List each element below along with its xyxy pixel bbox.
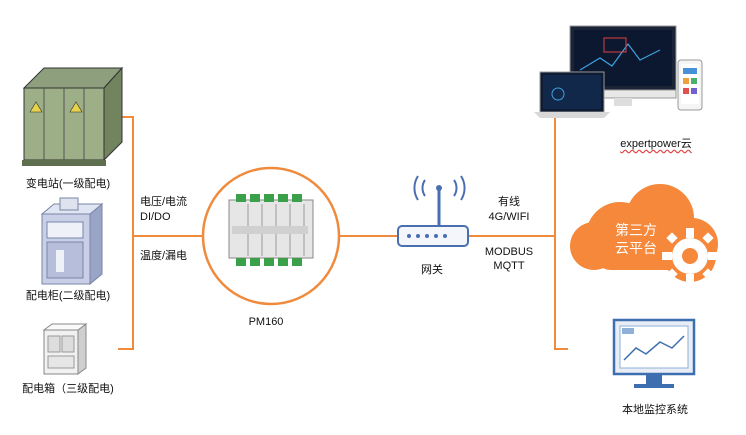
distribution-cabinet-label: 配电柜(二级配电): [25, 290, 111, 302]
signal-voltage-current: 电压/电流: [140, 196, 188, 208]
signal-di-do: DI/DO: [140, 211, 171, 223]
substation-label: 变电站(一级配电): [25, 178, 111, 190]
distribution-box-label: 配电箱（三级配电): [22, 383, 114, 395]
link-protocol-modbus: MODBUS: [484, 246, 534, 258]
link-wired: 有线: [498, 196, 520, 208]
third-party-line2: 云平台: [615, 240, 657, 256]
link-protocol-mqtt: MQTT: [493, 260, 525, 272]
signal-temp-leakage: 温度/漏电: [140, 250, 188, 262]
pm160-module-icon: [228, 194, 314, 266]
gear-icon: [662, 228, 718, 284]
local-monitor-label: 本地监控系统: [622, 404, 688, 416]
link-wireless: 4G/WIFI: [488, 211, 530, 223]
gateway-label: 网关: [421, 264, 443, 276]
expertpower-label: expertpower云: [620, 138, 692, 150]
device-label: PM160: [248, 316, 284, 328]
third-party-line1: 第三方: [615, 222, 657, 238]
